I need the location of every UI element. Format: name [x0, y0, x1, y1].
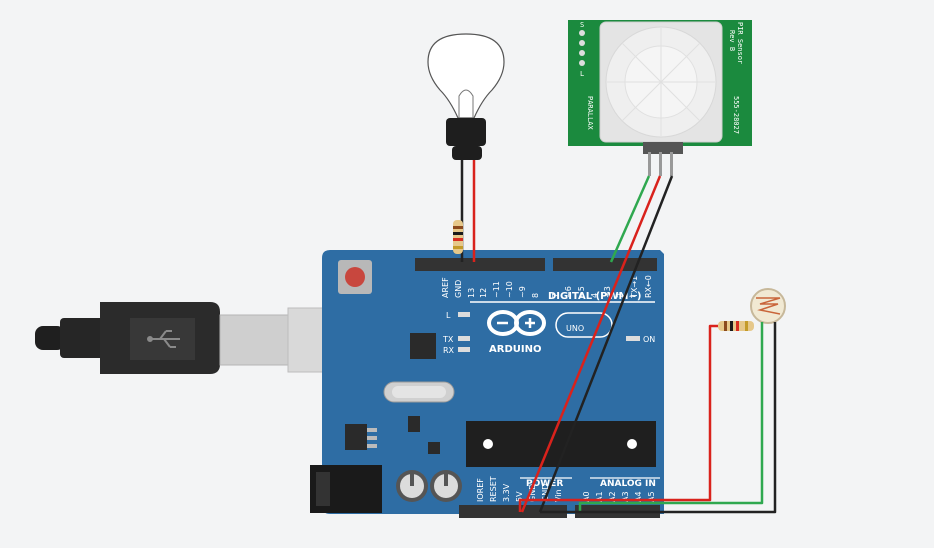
- crystal: [383, 381, 455, 403]
- led-on-label: ON: [643, 335, 655, 344]
- digital-pin-label: 2: [616, 293, 625, 298]
- digital-pin-label: RX←0: [644, 275, 653, 298]
- power-pin-labels: IOREF RESET 3.3V 5V GND GND Vin: [476, 476, 563, 502]
- analog-pin-label: A2: [608, 491, 617, 502]
- digital-pin-label: ~11: [492, 281, 501, 298]
- pir-title: PIR Sensor: [736, 22, 744, 64]
- power-jack: [310, 465, 382, 513]
- jumper-l-label: L: [580, 70, 584, 78]
- digital-pin-label: TX→1: [630, 276, 639, 299]
- pir-part-number: 555-28027: [732, 96, 740, 134]
- power-led: [626, 336, 640, 341]
- light-bulb: [427, 33, 505, 160]
- power-pin-label: 5V: [515, 491, 524, 502]
- pir-maker: PARALLAX: [586, 96, 594, 131]
- digital-pin-label: 7: [551, 293, 560, 298]
- jumper-s-label: S: [580, 21, 584, 29]
- bulb-resistor: [453, 220, 463, 254]
- reset-button[interactable]: [338, 260, 372, 294]
- power-label: POWER: [526, 479, 563, 489]
- digital-pin-label: ~6: [564, 286, 573, 298]
- voltage-regulator: [345, 424, 377, 450]
- analog-pin-label: A5: [647, 491, 656, 502]
- analog-pin-label: A4: [634, 491, 643, 502]
- digital-pin-label: AREF: [441, 277, 450, 298]
- analog-pin-label: A0: [582, 491, 591, 502]
- analog-pin-label: A1: [595, 491, 604, 502]
- digital-label: DIGITAL (PWM~): [548, 291, 641, 302]
- led-rx-label: RX: [443, 346, 455, 355]
- digital-pin-label: GND: [454, 280, 463, 298]
- photoresistor: [750, 288, 786, 324]
- led-tx-label: TX: [442, 335, 454, 344]
- analog-label: ANALOG IN: [600, 479, 656, 489]
- usb-icon: [147, 330, 180, 348]
- arduino-logo: ARDUINO: [487, 310, 546, 355]
- jumper-pins: S L: [579, 21, 585, 78]
- digital-pin-label: 8: [531, 293, 540, 298]
- digital-pin-label: ~9: [518, 286, 527, 298]
- digital-pin-label: ~10: [505, 281, 514, 298]
- digital-pin-label: 12: [479, 288, 488, 298]
- digital-pin-label: 13: [467, 288, 476, 298]
- power-pin-label: GND: [541, 484, 550, 502]
- brand-name: ARDUINO: [489, 344, 541, 355]
- led-l-label: L: [446, 311, 451, 320]
- power-pin-label: 3.3V: [502, 483, 511, 502]
- digital-pin-label: ~3: [603, 286, 612, 298]
- uno-badge: UNO: [555, 312, 613, 338]
- digital-pin-label: 4: [590, 293, 599, 298]
- pir-sensor: S L PIR Sensor Rev B 555-28027 PARALLAX: [568, 20, 752, 176]
- power-pin-label: RESET: [489, 476, 498, 502]
- power-pin-label: GND: [528, 484, 537, 502]
- power-pin-label: IOREF: [476, 478, 485, 502]
- sensor-resistor: [718, 321, 754, 331]
- analog-pin-labels: A0 A1 A2 A3 A4 A5: [582, 491, 656, 502]
- digital-header: [415, 258, 657, 271]
- model-name: UNO: [566, 324, 584, 333]
- power-pin-label: Vin: [554, 489, 563, 502]
- status-leds: L TX RX: [442, 311, 470, 355]
- capacitors: [396, 470, 462, 502]
- pir-rev: Rev B: [728, 30, 736, 51]
- wires: [460, 160, 777, 514]
- usb-chip: [410, 333, 436, 359]
- digital-pin-label: ~5: [577, 286, 586, 298]
- analog-pin-label: A3: [621, 491, 630, 502]
